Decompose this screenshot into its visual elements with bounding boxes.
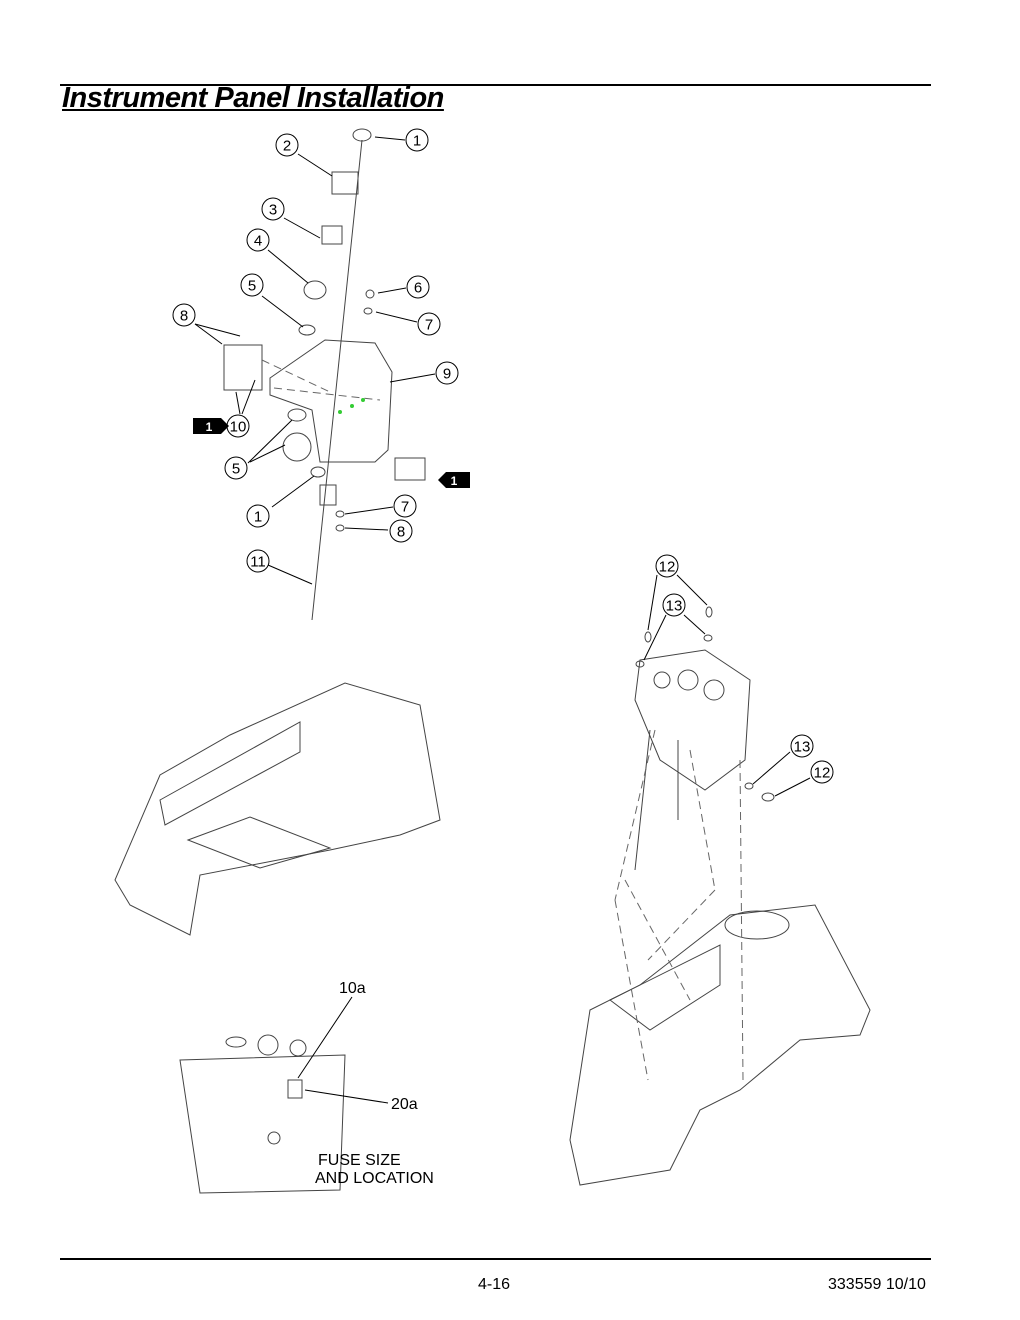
dashed-assembly-lines bbox=[261, 359, 744, 1081]
callout-7 bbox=[417, 312, 441, 336]
callout-label: 8 bbox=[180, 308, 188, 325]
fuse-caption-line1: FUSE SIZE bbox=[318, 1152, 401, 1169]
callout-4 bbox=[246, 228, 270, 252]
callout-8 bbox=[172, 303, 196, 327]
screw-part bbox=[365, 289, 375, 299]
ref-tag-right bbox=[438, 472, 470, 488]
document-number: 333559 10/10 bbox=[828, 1276, 926, 1293]
fuse-caption-line2: AND LOCATION bbox=[315, 1170, 434, 1187]
callout-11 bbox=[246, 549, 270, 573]
callout-12b bbox=[810, 760, 834, 784]
washer-part bbox=[363, 307, 373, 315]
callout-1 bbox=[405, 128, 429, 152]
ref-tags bbox=[193, 418, 470, 488]
callout-label: 2 bbox=[283, 138, 291, 155]
callout-label: 13 bbox=[794, 739, 811, 756]
callout-12 bbox=[655, 554, 679, 578]
cowl-left-slot bbox=[159, 721, 301, 826]
callout-label: 5 bbox=[232, 461, 240, 478]
callout-7b bbox=[393, 494, 417, 518]
panel-body bbox=[269, 339, 393, 463]
callout-5b bbox=[224, 456, 248, 480]
callout-label: 12 bbox=[814, 765, 831, 782]
fuse-label-20a: 20a bbox=[391, 1096, 418, 1113]
callout-2 bbox=[275, 133, 299, 157]
ignition-part bbox=[303, 280, 327, 300]
callout-label: 6 bbox=[414, 280, 422, 297]
callout-label: 5 bbox=[248, 278, 256, 295]
callout-label: 4 bbox=[254, 233, 262, 250]
callout-8b bbox=[389, 519, 413, 543]
callout-circles bbox=[172, 128, 834, 784]
callout-label: 11 bbox=[250, 554, 266, 571]
callout-label: 1 bbox=[254, 509, 262, 526]
connector-part bbox=[394, 457, 426, 481]
bracket-part bbox=[321, 225, 343, 245]
ref-tag-label: 1 bbox=[451, 474, 458, 488]
callout-label: 8 bbox=[397, 524, 405, 541]
callout-label: 9 bbox=[443, 366, 451, 383]
nut-part bbox=[298, 324, 316, 336]
callout-label: 12 bbox=[659, 559, 676, 576]
panel-right bbox=[634, 649, 751, 791]
callout-1b bbox=[246, 504, 270, 528]
knob-part bbox=[352, 128, 372, 142]
green-markers bbox=[338, 398, 365, 414]
callout-label: 7 bbox=[401, 499, 409, 516]
callout-label: 3 bbox=[269, 202, 277, 219]
callout-label: 13 bbox=[666, 598, 683, 615]
fuse-panel bbox=[179, 1054, 346, 1194]
callout-label: 10 bbox=[230, 419, 247, 436]
cable-shaft bbox=[311, 139, 363, 621]
bushing-part bbox=[310, 466, 326, 478]
callout-9 bbox=[435, 361, 459, 385]
callout-label: 7 bbox=[425, 317, 433, 334]
page-title: Instrument Panel Installation bbox=[62, 82, 444, 114]
switch-part bbox=[331, 171, 359, 195]
fuse-block bbox=[287, 1079, 303, 1099]
cowl-left bbox=[114, 682, 441, 936]
leader-lines bbox=[194, 136, 811, 1104]
ref-tag-left bbox=[193, 418, 229, 434]
callout-label: 1 bbox=[413, 133, 421, 150]
relay-part bbox=[223, 344, 263, 391]
callout-3 bbox=[261, 197, 285, 221]
lever-part bbox=[319, 484, 337, 506]
bottom-rule bbox=[60, 1258, 931, 1260]
callout-13 bbox=[662, 593, 686, 617]
grommet-part bbox=[287, 408, 307, 422]
fuse-label-10a: 10a bbox=[339, 980, 366, 997]
ref-tag-label: 1 bbox=[206, 420, 213, 434]
callout-6 bbox=[406, 275, 430, 299]
page-number: 4-16 bbox=[478, 1276, 511, 1293]
callout-5 bbox=[240, 273, 264, 297]
light-switch-part bbox=[282, 432, 312, 462]
callout-13b bbox=[790, 734, 814, 758]
top-rule bbox=[60, 84, 931, 86]
